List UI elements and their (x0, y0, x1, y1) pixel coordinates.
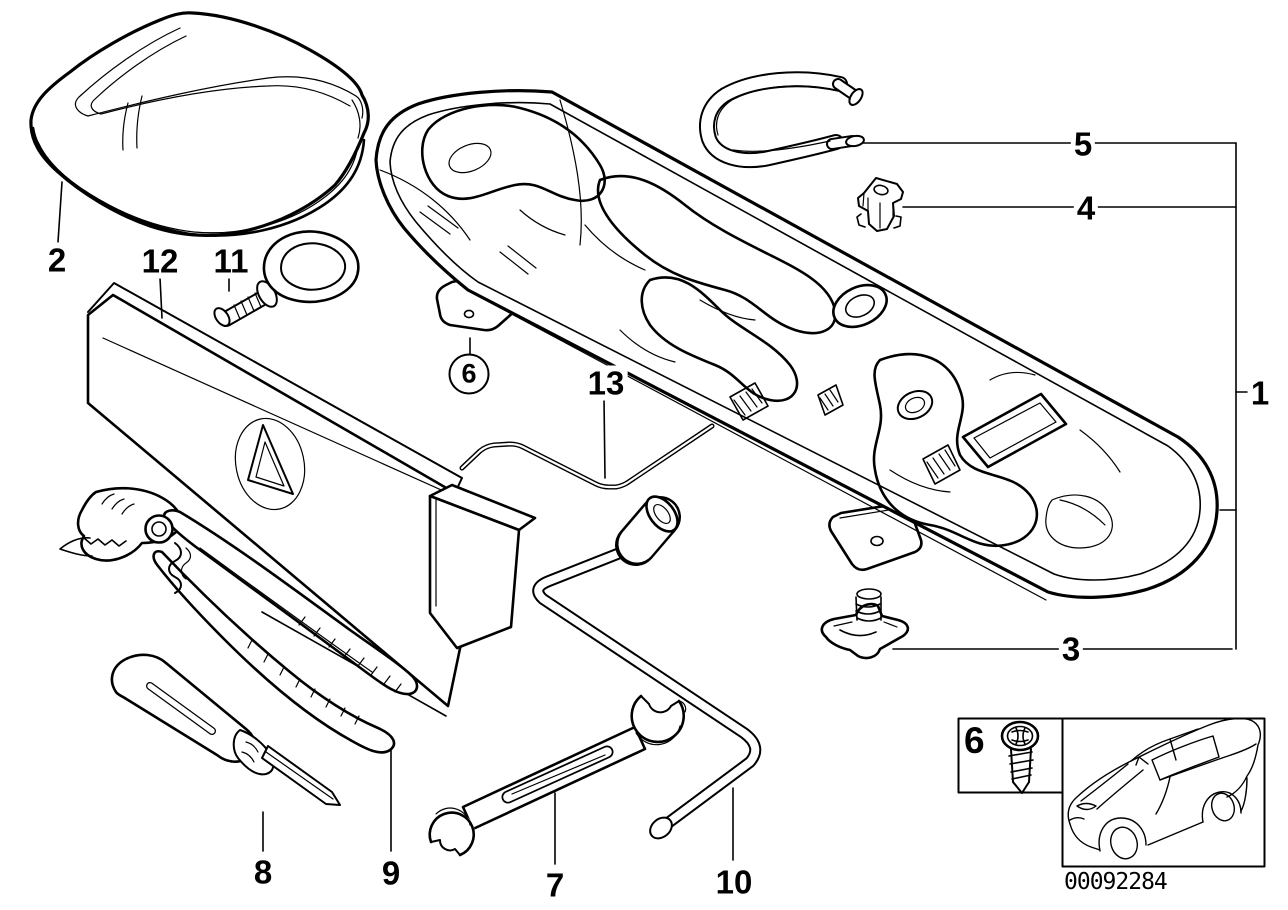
retaining-clamp-part-5 (699, 71, 865, 169)
callout-2: 2 (44, 242, 70, 278)
callout-3: 3 (1058, 631, 1084, 667)
tool-box-lid-part-12 (86, 282, 537, 717)
wing-screw-part-3 (820, 588, 910, 660)
callout-7: 7 (542, 867, 568, 903)
callout-1: 1 (1247, 375, 1273, 411)
inset-callout-6: 6 (964, 720, 985, 761)
callout-10: 10 (712, 864, 756, 900)
tool-tray-part-1 (374, 89, 1219, 601)
open-end-wrench-part-7 (428, 689, 687, 857)
clip-nut-part-4 (856, 177, 904, 232)
callout-8: 8 (250, 854, 276, 890)
inset-screw-box (957, 717, 1064, 794)
leader-lines (57, 142, 1248, 865)
callout-9: 9 (378, 855, 404, 891)
callout-11: 11 (210, 243, 252, 279)
inset-car-box (1061, 717, 1266, 868)
image-number: 00092284 (1064, 869, 1168, 895)
screwdriver-part-8 (110, 653, 341, 806)
callout-4: 4 (1073, 190, 1099, 226)
wire-rod-part-13 (459, 423, 715, 490)
pliers-part-9 (59, 486, 419, 754)
callout-12: 12 (138, 243, 182, 279)
callout-6-circled: 6 (448, 353, 490, 395)
towing-eye-bolt-part-11 (213, 230, 360, 327)
car-illustration (1067, 717, 1262, 860)
callout-5: 5 (1070, 126, 1096, 162)
tool-bag-part-2 (29, 11, 370, 237)
wheel-bolt-wrench-part-10 (532, 495, 762, 840)
callout-13: 13 (584, 365, 628, 401)
warning-triangle-icon (234, 417, 306, 511)
screw-icon (1000, 720, 1040, 794)
